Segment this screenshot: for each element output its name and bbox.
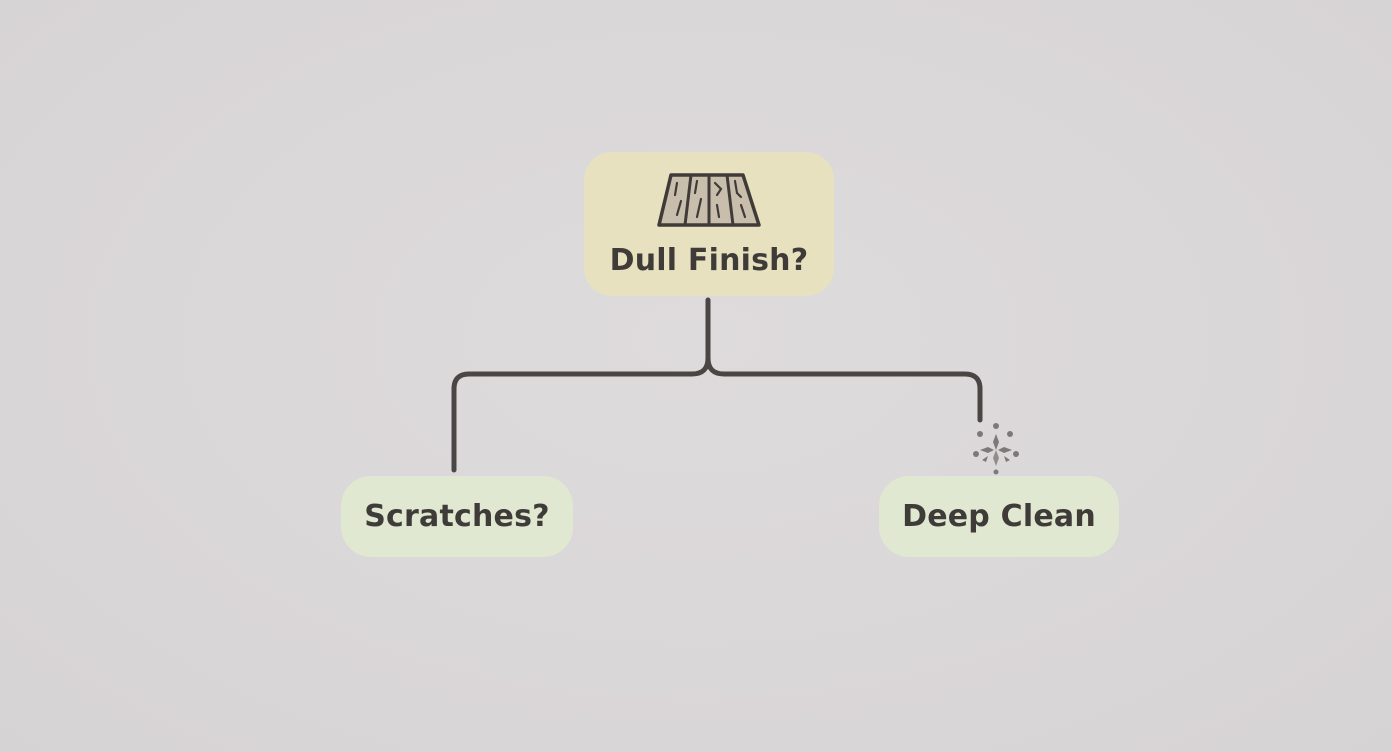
deep-clean-label: Deep Clean [902,499,1096,534]
scratches-label: Scratches? [364,499,550,534]
decision-node-root: Dull Finish? [584,152,834,296]
sparkle-icon [973,423,1019,475]
wood-floor-icon [657,172,761,227]
connector-root-to-right [705,355,983,423]
action-node-deep-clean: Deep Clean [879,476,1119,557]
connector-root-to-left [451,297,711,473]
decision-node-scratches: Scratches? [341,476,573,557]
root-label: Dull Finish? [609,242,809,278]
